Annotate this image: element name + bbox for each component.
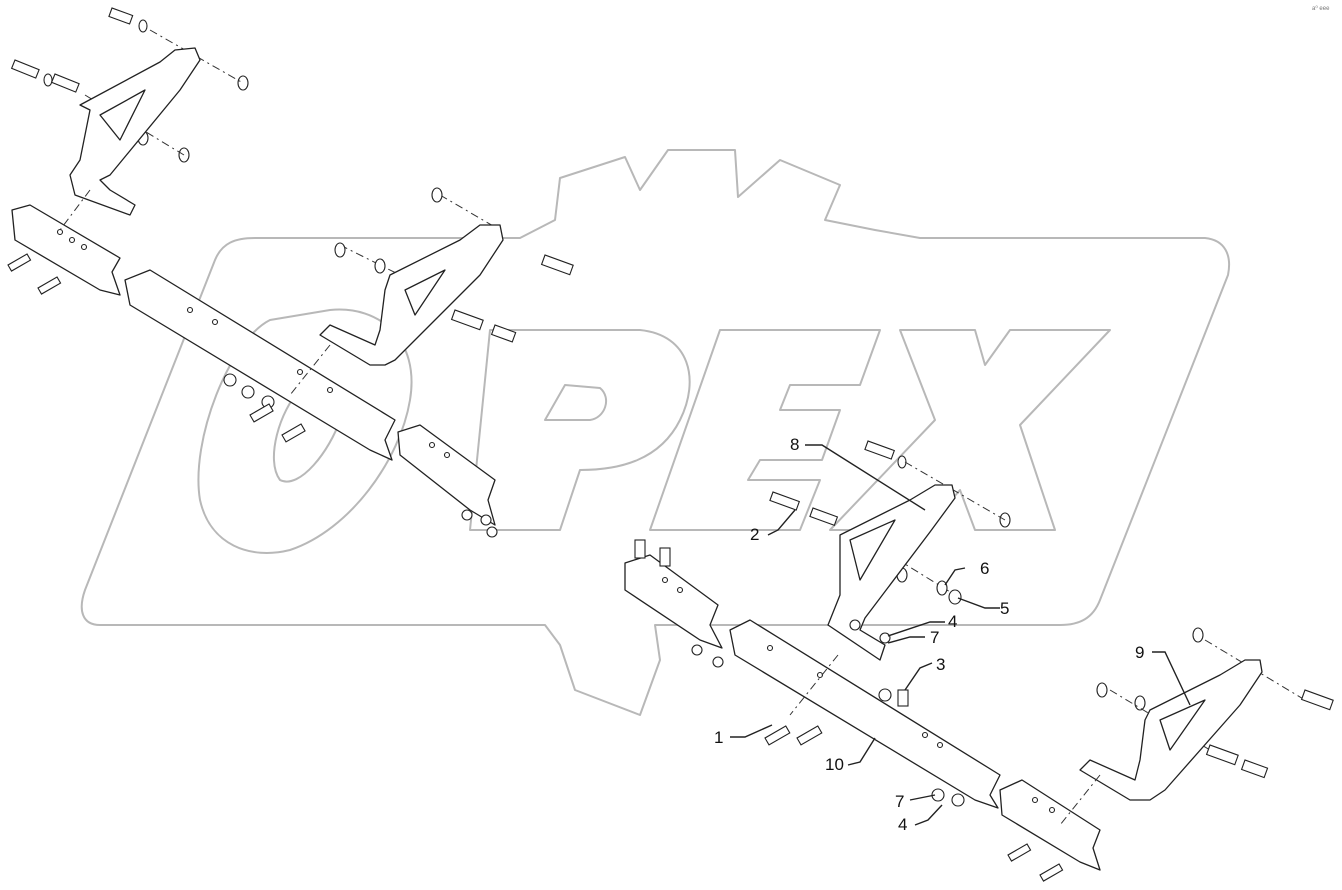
opex-watermark-letters [197,308,1111,554]
callout-4-upper: 4 [948,612,957,631]
callout-9: 9 [1135,643,1144,662]
letter-x-outline [829,329,1111,531]
letter-e-outline [649,329,881,531]
callout-4-lower: 4 [898,815,907,834]
opex-watermark [80,149,1230,716]
assembly-bottom-right: 9 [999,627,1334,882]
letter-p-outline [469,329,691,531]
channel-plate [624,554,723,649]
callout-7-upper: 7 [930,628,939,647]
mounting-bracket [827,484,956,661]
callout-8: 8 [790,435,799,454]
callout-10: 10 [825,755,844,774]
channel-plate [11,204,121,296]
callout-7-lower: 7 [895,792,904,811]
callout-3: 3 [936,655,945,674]
assembly-center-left [124,187,574,538]
channel-beam [729,619,1001,809]
callout-2: 2 [750,525,759,544]
corner-mark: a⁰ eee [1312,5,1330,12]
assembly-center-right: 8 2 6 5 4 7 3 1 10 7 4 [624,435,1011,834]
callout-6: 6 [980,559,989,578]
channel-beam [124,269,396,461]
channel-plate [397,424,496,526]
callout-1: 1 [714,728,723,747]
bolt-set-upper [10,7,249,163]
channel-plate [999,779,1101,871]
gear-watermark-shape [80,149,1230,716]
mounting-bracket [69,47,201,216]
assembly-top-left [7,7,249,296]
callout-5: 5 [1000,599,1009,618]
